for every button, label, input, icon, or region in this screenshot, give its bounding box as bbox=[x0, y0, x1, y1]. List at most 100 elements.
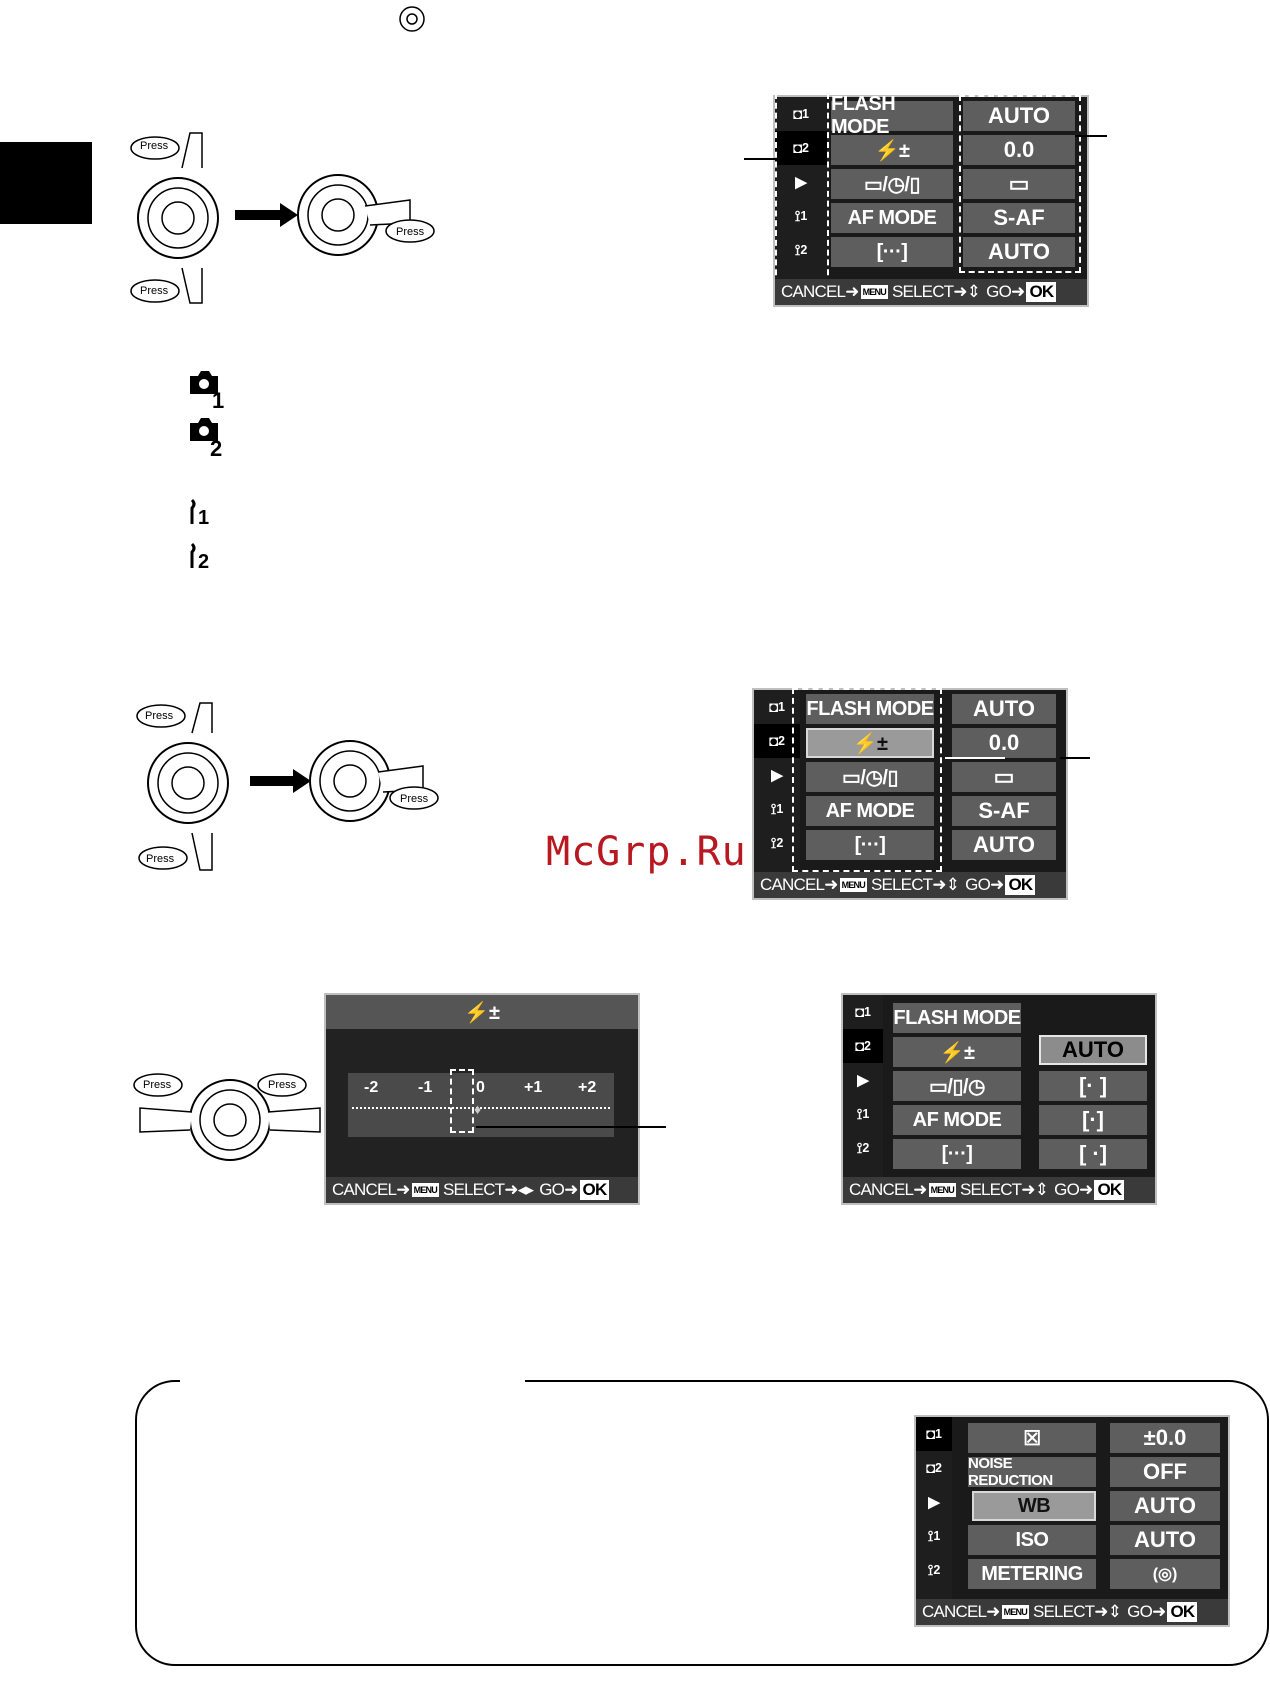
menu-row-af-area[interactable]: [···] bbox=[806, 830, 934, 860]
tips-box-title-gap bbox=[180, 1374, 525, 1384]
playback-tab-icon[interactable]: ▶ bbox=[857, 1072, 869, 1089]
value-flash-mode[interactable]: AUTO bbox=[952, 694, 1056, 724]
camera-menu-screen-4: ◘1 ◘2 ▶ ⟟1 ⟟2 FLASH MODE ⚡± ▭/▯/◷ AF MOD… bbox=[841, 993, 1157, 1205]
tips-box bbox=[135, 1380, 1269, 1666]
value-noise-reduction[interactable]: OFF bbox=[1110, 1457, 1220, 1487]
setup1-tab-icon[interactable]: ⟟1 bbox=[856, 1105, 870, 1123]
camera1-tab-icon[interactable]: ◘1 bbox=[916, 1417, 952, 1451]
menu-row-wb[interactable]: WB bbox=[972, 1491, 1096, 1521]
setup2-tab-icon[interactable]: ⟟2 bbox=[856, 1139, 870, 1157]
camera1-tab-icon[interactable]: ◘1 bbox=[792, 105, 809, 123]
menu-row-flash-comp[interactable]: ⚡± bbox=[806, 728, 934, 758]
press-label: Press bbox=[268, 1079, 297, 1091]
menu-row-drive[interactable]: ▭/▯/◷ bbox=[893, 1071, 1021, 1101]
menu-footer: CANCEL➜MENU SELECT➜⇕ GO➜OK bbox=[754, 872, 1066, 898]
value-flash-comp[interactable]: 0.0 bbox=[952, 728, 1056, 758]
menu-row-flash-comp[interactable]: ⚡± bbox=[831, 135, 953, 165]
camera2-tab-icon[interactable]: ◘2 bbox=[925, 1459, 942, 1477]
svg-text:1: 1 bbox=[212, 388, 224, 413]
menu-footer: CANCEL➜MENU SELECT➜◂▸ GO➜OK bbox=[326, 1177, 638, 1203]
scale-label: -1 bbox=[418, 1079, 433, 1096]
press-label: Press bbox=[140, 285, 169, 297]
dpad-diagram-2 bbox=[136, 702, 439, 871]
press-label: Press bbox=[145, 710, 174, 722]
tabs-highlight-box bbox=[775, 93, 829, 285]
callout-line bbox=[945, 757, 1005, 759]
menu-row-af-area[interactable]: [···] bbox=[893, 1139, 1021, 1169]
camera1-tab-icon[interactable]: ◘1 bbox=[768, 698, 785, 716]
menu-row-af-area[interactable]: [···] bbox=[831, 237, 953, 267]
scale-marker: ♦ bbox=[474, 1101, 482, 1117]
menu-row-af-mode[interactable]: AF MODE bbox=[831, 203, 953, 233]
value-drive[interactable]: ▭ bbox=[952, 762, 1056, 792]
setup1-tab-icon[interactable]: ⟟1 bbox=[927, 1527, 941, 1545]
press-label: Press bbox=[396, 226, 425, 238]
dpad-diagram-3 bbox=[133, 1073, 321, 1161]
camera-menu-screen-1: ◘1 ◘2 ▶ ⟟1 ⟟2 FLASH MODE ⚡± ▭/◷/▯ AF MOD… bbox=[773, 93, 1089, 307]
value-flash-comp[interactable]: 0.0 bbox=[963, 135, 1075, 165]
rows-highlight-box bbox=[792, 688, 942, 872]
value-af-area[interactable]: AUTO bbox=[963, 237, 1075, 267]
scale-label: 0 bbox=[476, 1079, 485, 1096]
menu-tabs: ◘1 ◘2 ▶ ⟟1 ⟟2 bbox=[843, 995, 883, 1177]
scale-ticks[interactable] bbox=[352, 1107, 610, 1115]
scale-label: +2 bbox=[578, 1079, 597, 1096]
menu-footer: CANCEL➜MENU SELECT➜⇕ GO➜OK bbox=[843, 1177, 1155, 1203]
playback-tab-icon[interactable]: ▶ bbox=[928, 1494, 940, 1511]
value-iso[interactable]: AUTO bbox=[1110, 1525, 1220, 1555]
press-label: Press bbox=[146, 853, 175, 865]
menu-row-drive[interactable]: ▭/◷/▯ bbox=[831, 169, 953, 199]
value-exposure-comp[interactable]: ±0.0 bbox=[1110, 1423, 1220, 1453]
svg-text:1: 1 bbox=[198, 507, 209, 529]
setup2-tab-icon[interactable]: ⟟2 bbox=[770, 834, 784, 852]
menu-row-flash-comp[interactable]: ⚡± bbox=[893, 1037, 1021, 1067]
menu-row-noise-reduction[interactable]: NOISE REDUCTION bbox=[968, 1455, 1096, 1489]
camera-menu-screen-2: ◘1 ◘2 ▶ ⟟1 ⟟2 FLASH MODE ⚡± ▭/◷/▯ AF MOD… bbox=[752, 688, 1068, 900]
menu-row-iso[interactable]: ISO bbox=[968, 1525, 1096, 1555]
menu-row-metering[interactable]: METERING bbox=[968, 1559, 1096, 1589]
values-highlight-box bbox=[959, 95, 1081, 273]
press-label: Press bbox=[143, 1079, 172, 1091]
af-area-option-left[interactable]: [· ] bbox=[1039, 1071, 1147, 1101]
camera-menu-screen-5: ◘1 ◘2 ▶ ⟟1 ⟟2 ☒ NOISE REDUCTION WB ISO M… bbox=[914, 1415, 1230, 1627]
setup1-tab-icon[interactable]: ⟟1 bbox=[770, 800, 784, 818]
menu-row-flash-mode[interactable]: FLASH MODE bbox=[831, 93, 953, 138]
svg-text:2: 2 bbox=[210, 436, 222, 458]
menu-tabs: ◘1 ◘2 ▶ ⟟1 ⟟2 bbox=[916, 1417, 952, 1599]
scale-label: -2 bbox=[364, 1079, 379, 1096]
af-area-option-auto[interactable]: AUTO bbox=[1039, 1035, 1147, 1065]
camera2-tab-icon[interactable]: ◘2 bbox=[843, 1029, 883, 1063]
press-label: Press bbox=[400, 793, 429, 805]
watermark: McGrp.Ru bbox=[546, 829, 747, 875]
exposure-comp-icon[interactable]: ☒ bbox=[968, 1423, 1096, 1453]
value-drive[interactable]: ▭ bbox=[963, 169, 1075, 199]
camera1-tab-icon[interactable]: ◘1 bbox=[854, 1003, 871, 1021]
setup2-tab-icon[interactable]: ⟟2 bbox=[927, 1561, 941, 1579]
callout-line bbox=[1060, 757, 1090, 759]
menu-row-flash-mode[interactable]: FLASH MODE bbox=[806, 694, 934, 724]
playback-tab-icon[interactable]: ▶ bbox=[795, 174, 807, 191]
dpad-icon bbox=[399, 6, 425, 32]
menu-row-af-mode[interactable]: AF MODE bbox=[806, 796, 934, 826]
menu-row-af-mode[interactable]: AF MODE bbox=[893, 1105, 1021, 1135]
svg-text:2: 2 bbox=[198, 551, 209, 573]
marker-highlight-box bbox=[450, 1069, 474, 1133]
setup2-tab-icon[interactable]: ⟟2 bbox=[794, 241, 808, 259]
callout-line bbox=[1075, 135, 1107, 137]
af-area-option-right[interactable]: [ ·] bbox=[1039, 1139, 1147, 1169]
value-af-mode[interactable]: S-AF bbox=[952, 796, 1056, 826]
playback-tab-icon[interactable]: ▶ bbox=[771, 767, 783, 784]
flash-comp-screen: ⚡± -2 -1 0 +1 +2 ♦ CANCEL➜MENU SELECT➜◂▸… bbox=[324, 993, 640, 1205]
value-wb[interactable]: AUTO bbox=[1110, 1491, 1220, 1521]
press-label: Press bbox=[140, 140, 169, 152]
menu-footer: CANCEL➜MENU SELECT➜⇕ GO➜OK bbox=[775, 279, 1087, 305]
metering-icon[interactable]: (◎) bbox=[1110, 1559, 1220, 1589]
menu-row-flash-mode[interactable]: FLASH MODE bbox=[893, 1003, 1021, 1033]
value-af-area[interactable]: AUTO bbox=[952, 830, 1056, 860]
value-flash-mode[interactable]: AUTO bbox=[963, 101, 1075, 131]
setup1-tab-icon[interactable]: ⟟1 bbox=[794, 207, 808, 225]
camera-menu-icons: 1 2 bbox=[190, 371, 224, 458]
menu-row-drive[interactable]: ▭/◷/▯ bbox=[806, 762, 934, 792]
af-area-option-center[interactable]: [·] bbox=[1039, 1105, 1147, 1135]
value-af-mode[interactable]: S-AF bbox=[963, 203, 1075, 233]
